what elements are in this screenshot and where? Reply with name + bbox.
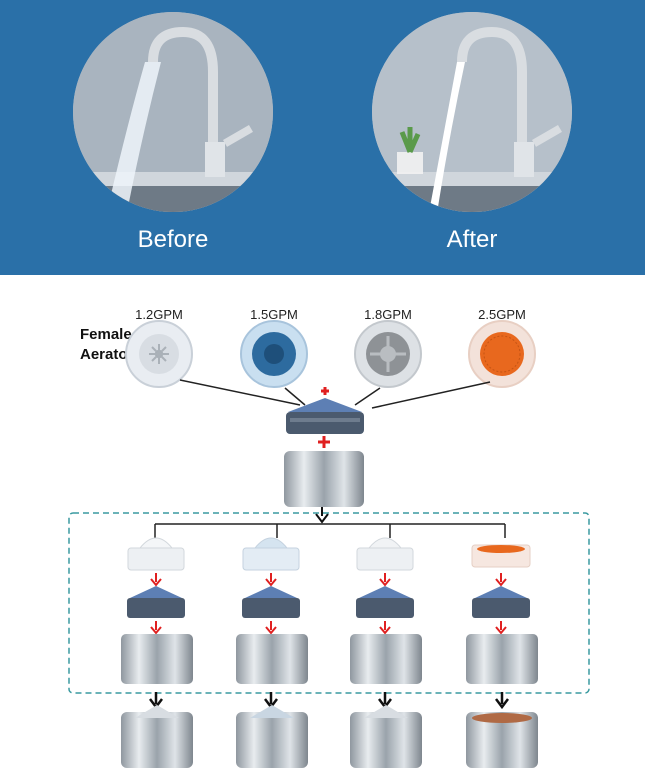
before-after-banner: Before After (0, 0, 645, 275)
option-column-3 (350, 537, 422, 768)
connector-lines (179, 379, 491, 409)
female-aerator-label: Female Aerator (80, 325, 133, 365)
arrow-down-icon (315, 507, 329, 524)
flow-label-1-2gpm: 1.2GPM (135, 307, 183, 322)
flow-label-2-5gpm: 2.5GPM (478, 307, 526, 322)
plus-icon (318, 436, 330, 448)
aerator-disc-1-8gpm (354, 320, 422, 388)
flow-label-1-8gpm: 1.8GPM (364, 307, 412, 322)
top-gasket (286, 398, 364, 434)
plus-icon (321, 387, 329, 395)
option-column-2 (236, 537, 308, 768)
flow-label-1-5gpm: 1.5GPM (250, 307, 298, 322)
aerator-disc-1-2gpm (125, 320, 193, 388)
branch-lines (154, 523, 506, 538)
female-aerator-label-line-2: Aerator (80, 346, 134, 363)
aerator-disc-1-5gpm (240, 320, 308, 388)
options-dashed-box (68, 512, 590, 694)
option-column-1 (121, 537, 193, 768)
after-caption: After (446, 226, 498, 253)
after-photo (372, 12, 572, 212)
aerator-disc-2-5gpm (468, 320, 536, 388)
top-chrome-housing (284, 451, 364, 507)
before-caption: Before (137, 226, 209, 253)
female-aerator-label-line-1: Female (80, 326, 132, 343)
option-column-4 (466, 544, 538, 768)
